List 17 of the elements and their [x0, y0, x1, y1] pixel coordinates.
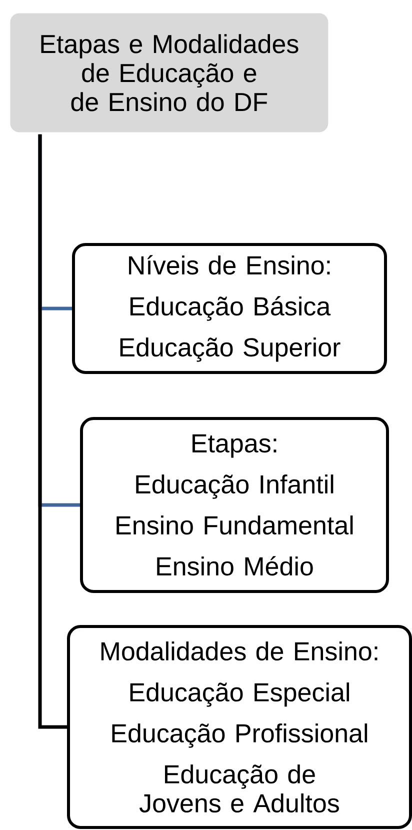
box-text: Etapas e Modalidades de Educação e de Ensino do DF [41, 34, 298, 112]
category-box [80, 417, 389, 593]
box-text: Etapas: [192, 434, 276, 458]
box-text: Ensino Médio [157, 556, 313, 576]
box-text: Educação Básica [130, 296, 331, 321]
title-box [10, 13, 328, 132]
connector-line [38, 134, 67, 729]
box-text: Educação de Jovens e Adultos [139, 764, 339, 813]
box-text: Educação Profissional [112, 723, 368, 748]
category-box [72, 243, 387, 374]
category-box [67, 625, 412, 829]
box-text: Modalidades de Ensino: [101, 641, 378, 661]
box-text: Educação Superior [120, 338, 340, 362]
box-text: Níveis de Ensino: [129, 255, 330, 275]
box-text: Ensino Fundamental [116, 515, 353, 535]
box-text: Educação Infantil [136, 474, 334, 499]
box-text: Educação Especial [130, 682, 349, 707]
